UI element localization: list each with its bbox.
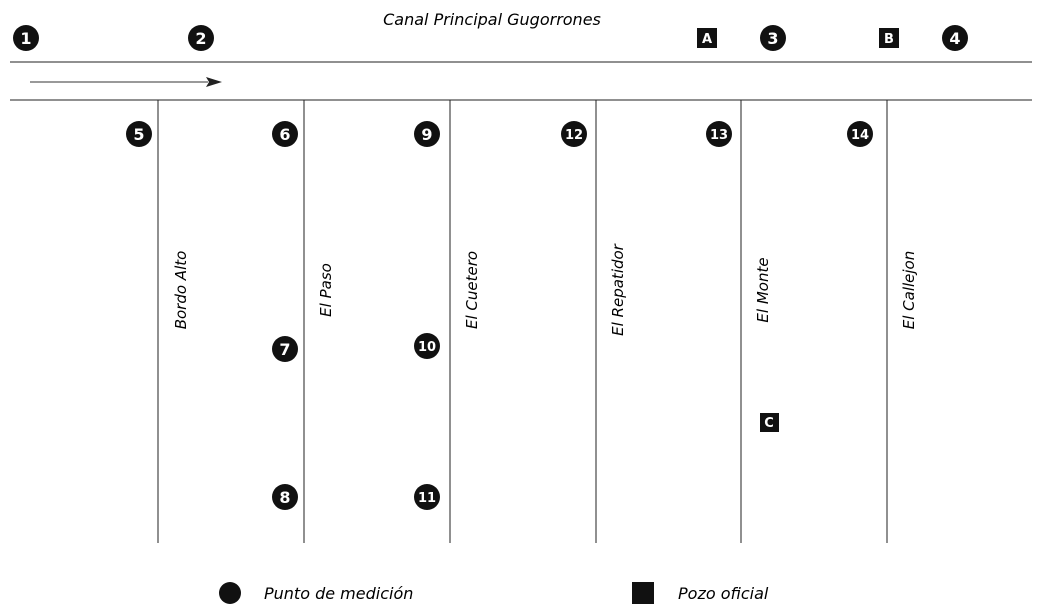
measurement-point: 8 bbox=[272, 484, 298, 510]
well-label: A bbox=[702, 32, 712, 47]
canal-point: 2 bbox=[188, 25, 214, 51]
lateral-name: El Callejon bbox=[900, 251, 918, 330]
measurement-point: 11 bbox=[414, 484, 440, 510]
well-label: B bbox=[884, 32, 894, 47]
measurement-point: 9 bbox=[414, 121, 440, 147]
measurement-point: 5 bbox=[126, 121, 152, 147]
canal-point-label: 2 bbox=[195, 29, 206, 48]
point-label: 13 bbox=[710, 128, 728, 143]
measurement-point: 10 bbox=[414, 333, 440, 359]
lateral-name: Bordo Alto bbox=[172, 251, 190, 330]
measurement-point: 6 bbox=[272, 121, 298, 147]
point-label: 9 bbox=[421, 125, 432, 144]
well-label: C bbox=[764, 416, 774, 431]
measurement-point: 7 bbox=[272, 336, 298, 362]
canal-point-label: 3 bbox=[767, 29, 778, 48]
point-label: 8 bbox=[279, 488, 290, 507]
flow-arrow-icon bbox=[206, 77, 222, 87]
lateral-name: El Cuetero bbox=[463, 251, 481, 329]
point-label: 7 bbox=[279, 340, 290, 359]
measurement-point-legend-icon bbox=[219, 582, 241, 604]
canal-point-label: 4 bbox=[949, 29, 960, 48]
lateral-name: El Paso bbox=[317, 263, 335, 317]
measurement-point: 12 bbox=[561, 121, 587, 147]
point-label: 12 bbox=[565, 128, 583, 143]
canal-point: 4 bbox=[942, 25, 968, 51]
point-label: 10 bbox=[418, 340, 436, 355]
point-label: 11 bbox=[418, 491, 436, 506]
measurement-point: 13 bbox=[706, 121, 732, 147]
well-legend-icon bbox=[632, 582, 654, 604]
point-label: 5 bbox=[133, 125, 144, 144]
canal-point: 3 bbox=[760, 25, 786, 51]
well-marker: C bbox=[760, 413, 779, 432]
well-marker: A bbox=[697, 28, 717, 48]
point-label: 14 bbox=[851, 128, 869, 143]
canal-point: 1 bbox=[13, 25, 39, 51]
point-label: 6 bbox=[279, 125, 290, 144]
legend: Punto de medición Pozo oficial bbox=[219, 582, 769, 604]
lateral-name: El Monte bbox=[754, 257, 772, 322]
legend-well-label: Pozo oficial bbox=[678, 584, 769, 603]
lateral-name: El Repatidor bbox=[609, 243, 627, 336]
canal-title: Canal Principal Gugorrones bbox=[383, 10, 601, 29]
legend-measure-label: Punto de medición bbox=[264, 584, 413, 603]
canal-point-label: 1 bbox=[20, 29, 31, 48]
well-marker: B bbox=[879, 28, 899, 48]
measurement-point: 14 bbox=[847, 121, 873, 147]
